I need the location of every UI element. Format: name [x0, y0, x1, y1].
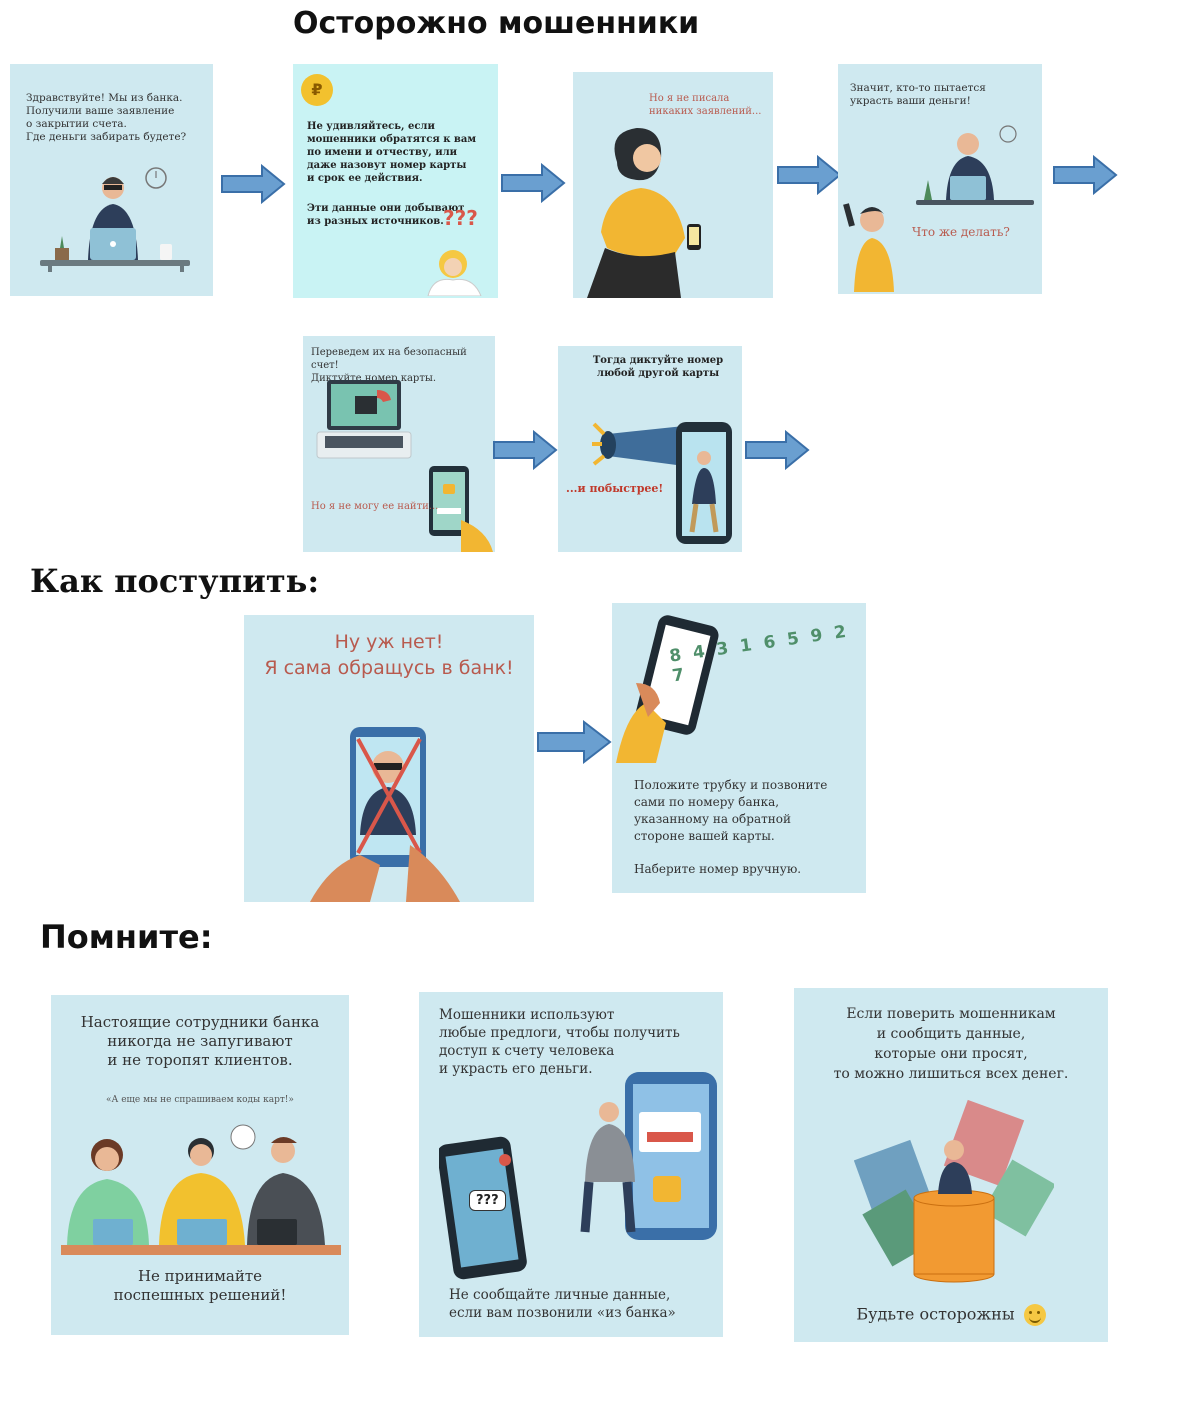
panel-reply: Что же делать? — [912, 225, 1010, 239]
story-panel-6: Тогда диктуйте номер любой другой карты … — [558, 346, 742, 552]
panel-text: Мошенники используют любые предлоги, что… — [439, 1007, 680, 1077]
story-panel-3: Но я не писала никаких заявлений... — [573, 72, 773, 298]
smiley-icon — [1023, 1304, 1046, 1326]
panel-text-2: Не принимайте поспешных решений! — [113, 1267, 287, 1304]
arrow-right-icon — [537, 720, 612, 764]
panel-text: Тогда диктуйте номер любой другой карты — [592, 355, 724, 379]
megaphone-phone-illustration — [592, 422, 732, 544]
story-panel-4: Значит, кто-то пытается украсть ваши ден… — [838, 64, 1042, 294]
panel-text: Здравствуйте! Мы из банка. Получили ваше… — [26, 92, 187, 143]
how-panel-1: Ну уж нет! Я сама обращусь в банк! — [244, 615, 534, 902]
page-title: Осторожно мошенники — [293, 6, 700, 41]
panel-text: Ну уж нет! Я сама обращусь в банк! — [264, 631, 514, 679]
panel-text: Значит, кто-то пытается украсть ваши ден… — [850, 82, 986, 107]
question-bubble: ??? — [469, 1190, 506, 1211]
laptop-with-magnet-illustration — [316, 380, 412, 459]
phone-crossed-scammer-illustration — [310, 727, 460, 902]
panel-text: Не удивляйтесь, если мошенники обратятся… — [307, 121, 477, 184]
panel-text: Если поверить мошенникам и сообщить данн… — [833, 1006, 1069, 1082]
scammer-with-big-phone-illustration — [580, 1072, 717, 1240]
phone-with-lock-illustration — [429, 466, 493, 552]
panel-text-2: Эти данные они добывают из разных источн… — [307, 203, 465, 227]
story-panel-1: Здравствуйте! Мы из банка. Получили ваше… — [10, 64, 213, 296]
panel-quote: «А еще мы не спрашиваем коды карт!» — [106, 1095, 294, 1105]
section-heading-remember: Помните: — [40, 918, 213, 956]
arrow-right-icon — [221, 164, 286, 204]
panel-text: Переведем их на безопасный счет! Диктуйт… — [311, 347, 467, 384]
arrow-right-icon — [501, 163, 566, 203]
three-bank-employees-illustration — [61, 1124, 341, 1255]
panel-text: Настоящие сотрудники банка никогда не за… — [80, 1013, 320, 1069]
panel-text-2: Наберите номер вручную. — [634, 862, 802, 876]
question-marks: ??? — [443, 206, 478, 230]
arrow-right-icon — [777, 155, 842, 195]
remember-panel-2: Мошенники используют любые предлоги, что… — [419, 992, 723, 1337]
panel-text-2: Не сообщайте личные данные, если вам поз… — [449, 1287, 676, 1321]
panel-reply: Но я не могу ее найти... — [311, 501, 439, 512]
panel-text: Но я не писала никаких заявлений... — [649, 93, 762, 117]
arrow-right-icon — [1053, 155, 1118, 195]
remember-panel-1: Настоящие сотрудники банка никогда не за… — [51, 995, 349, 1335]
woman-on-coins-with-money-illustration — [854, 1099, 1054, 1283]
closing-line: Будьте осторожны — [794, 1304, 1108, 1326]
scammer-on-phone-illustration — [916, 125, 1034, 205]
ruble-coin-icon: ₽ — [301, 74, 333, 106]
panel-reply: ...и побыстрее! — [566, 482, 664, 495]
hand-holding-phone-illustration — [616, 615, 719, 763]
scammer-at-laptop-illustration — [40, 167, 190, 272]
worried-woman-illustration — [843, 203, 894, 292]
remember-panel-3: Если поверить мошенникам и сообщить данн… — [794, 988, 1108, 1342]
panel-text-2: Будьте осторожны — [856, 1304, 1015, 1324]
story-panel-5: Переведем их на безопасный счет! Диктуйт… — [303, 336, 495, 552]
arrow-right-icon — [745, 430, 810, 470]
story-panel-2: ₽ Не удивляйтесь, если мошенники обратят… — [293, 64, 498, 298]
confused-woman-illustration — [427, 250, 482, 296]
how-panel-2: 8 4 3 1 6 5 9 2 7 Положите трубку и позв… — [612, 603, 866, 893]
arrow-right-icon — [493, 430, 558, 470]
panel-text: Положите трубку и позвоните сами по номе… — [634, 778, 828, 843]
surprised-woman-with-phone-illustration — [587, 128, 701, 298]
section-heading-how: Как поступить: — [30, 562, 320, 600]
